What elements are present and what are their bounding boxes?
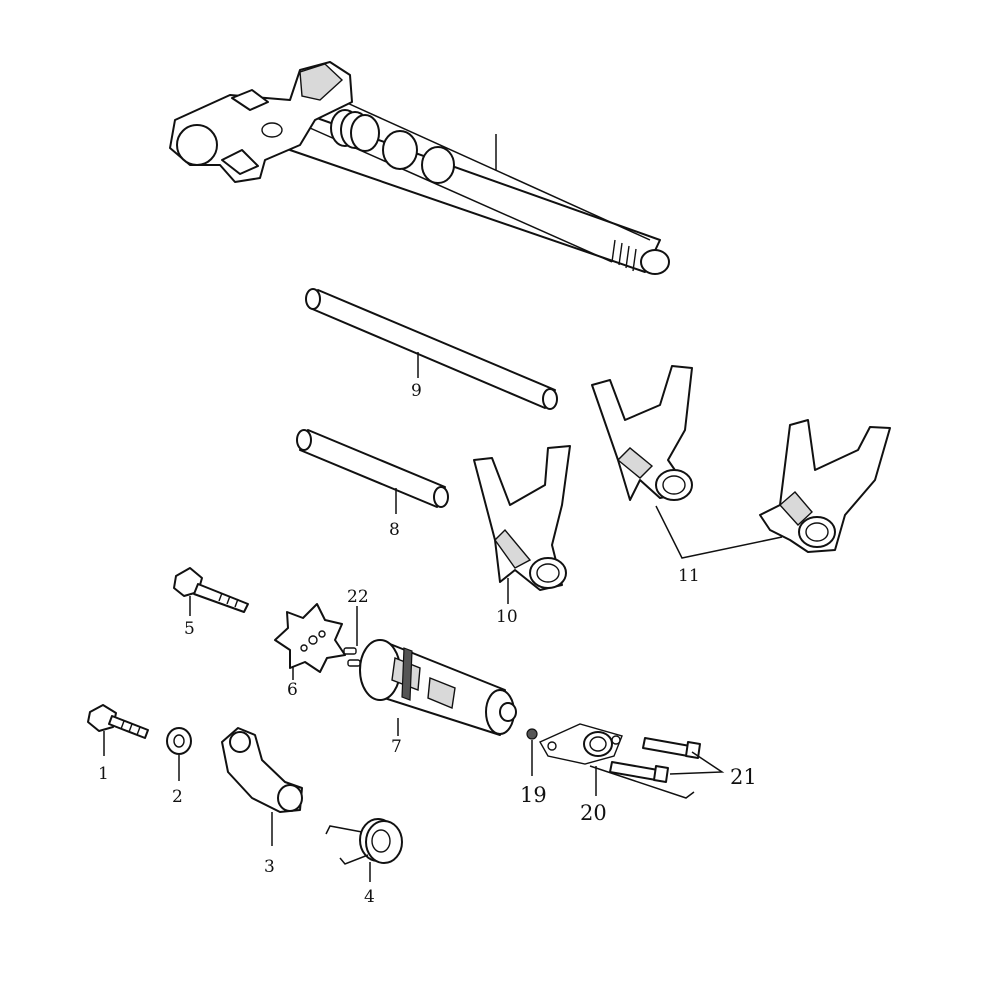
part-3-stopper-arm: 3 xyxy=(221,727,303,877)
callout-20: 20 xyxy=(580,801,607,825)
callout-11: 11 xyxy=(678,566,700,586)
part-2-washer: 2 xyxy=(166,727,192,807)
callout-10: 10 xyxy=(496,607,518,627)
part-4-torsion-spring: 4 xyxy=(325,818,403,907)
shaft-spring xyxy=(330,109,380,152)
part-1-bolt: 1 xyxy=(87,704,149,784)
part-21-bolts: 21 xyxy=(609,737,757,789)
callout-19: 19 xyxy=(520,783,547,807)
callout-4: 4 xyxy=(364,887,375,907)
callout-5: 5 xyxy=(184,619,195,639)
callout-7: 7 xyxy=(391,737,402,757)
shaft-washer xyxy=(382,130,418,170)
callout-8: 8 xyxy=(389,520,400,540)
part-20-bracket: 20 xyxy=(539,723,695,825)
callout-3: 3 xyxy=(264,857,275,877)
callout-2: 2 xyxy=(172,787,183,807)
gear-shift-shaft-assembly xyxy=(169,61,670,275)
callout-22: 22 xyxy=(347,587,369,607)
part-9-fork-shaft: 9 xyxy=(305,288,558,410)
part-10-shift-fork: 10 xyxy=(473,445,571,627)
callout-9: 9 xyxy=(411,381,422,401)
part-7-shift-drum: 7 xyxy=(359,639,517,757)
part-22-pins: 22 xyxy=(343,587,369,667)
shaft-circlip xyxy=(421,146,455,184)
part-19-screw: 19 xyxy=(520,728,547,807)
callout-6: 6 xyxy=(287,680,298,700)
part-5-bolt: 5 xyxy=(173,567,249,639)
callout-21: 21 xyxy=(730,765,757,789)
part-11-shift-fork-a xyxy=(591,365,693,501)
callout-1: 1 xyxy=(98,764,109,784)
part-6-star-plate: 6 xyxy=(274,603,346,700)
part-11-shift-fork-b xyxy=(759,419,891,553)
part-8-fork-shaft: 8 xyxy=(296,429,449,540)
